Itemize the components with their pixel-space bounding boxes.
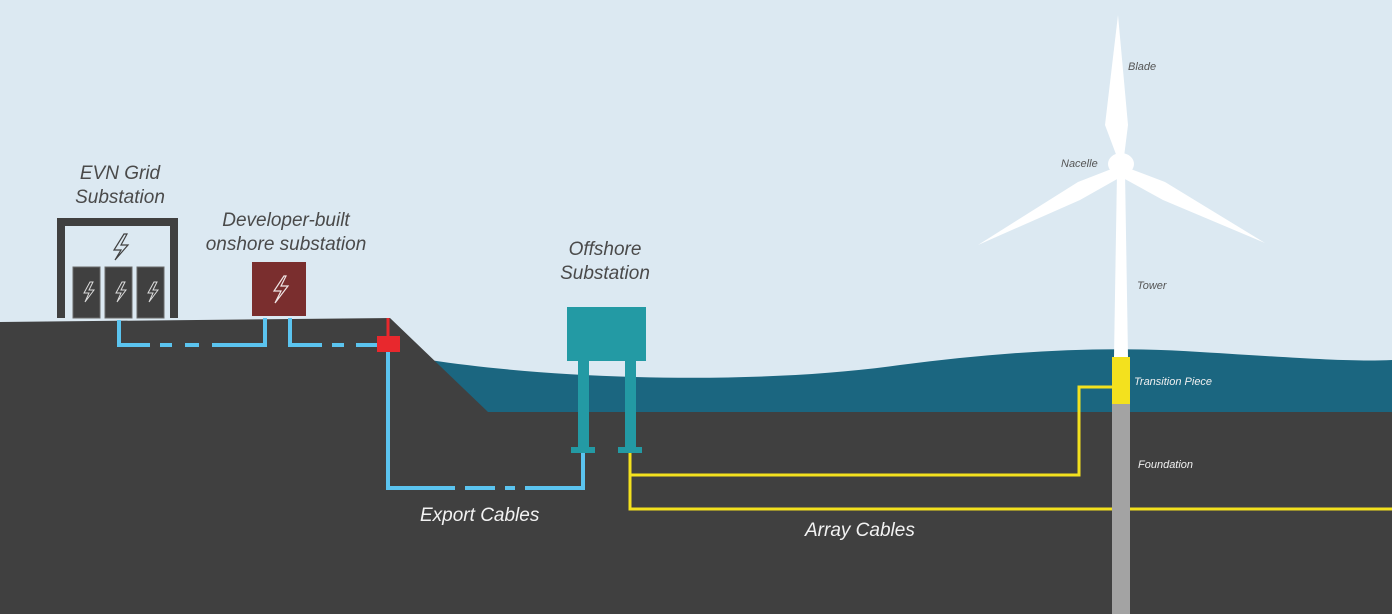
ground [0,318,1392,614]
developer-substation-label-line2: onshore substation [205,234,367,255]
tower [1114,172,1128,357]
developer-substation [252,262,306,316]
offshore-substation-label: Offshore Substation [545,238,665,286]
foundation-label: Foundation [1138,459,1194,471]
lightning-bolt-icon [112,233,130,261]
developer-substation-label: Developer-built onshore substation [188,209,384,257]
lightning-bolt-icon [115,281,127,303]
offshore-substation-label-line1: Offshore [568,239,642,260]
evn-grid-substation-label: EVN Grid Substation [62,162,178,210]
evn-grid-substation [57,218,178,319]
lightning-bolt-icon [147,281,159,303]
foundation [1112,404,1130,614]
offshore-substation [567,307,646,453]
blade [1123,168,1265,243]
export-cables-label: Export Cables [420,505,540,526]
transition-piece [1112,357,1130,404]
array-cables-label: Array Cables [805,520,915,541]
evn-grid-substation-label-line2: Substation [75,187,165,208]
developer-substation-label-line1: Developer-built [222,210,350,231]
export-cable [386,352,585,490]
sea [430,349,1392,412]
wind-turbine [978,15,1265,614]
blade [978,168,1119,245]
lightning-bolt-icon [272,275,290,304]
tower-label: Tower [1137,280,1167,292]
array-cables [628,385,1392,511]
nacelle [1108,153,1134,175]
transition-piece-label: Transition Piece [1134,376,1213,388]
lightning-bolt-icon [83,281,95,303]
blade [1105,15,1128,157]
onshore-cable [117,318,378,347]
landfall-joint [377,318,400,352]
offshore-substation-label-line2: Substation [560,263,650,284]
blade-label: Blade [1128,61,1157,73]
nacelle-label: Nacelle [1061,158,1098,170]
evn-grid-substation-label-line1: EVN Grid [79,163,161,184]
